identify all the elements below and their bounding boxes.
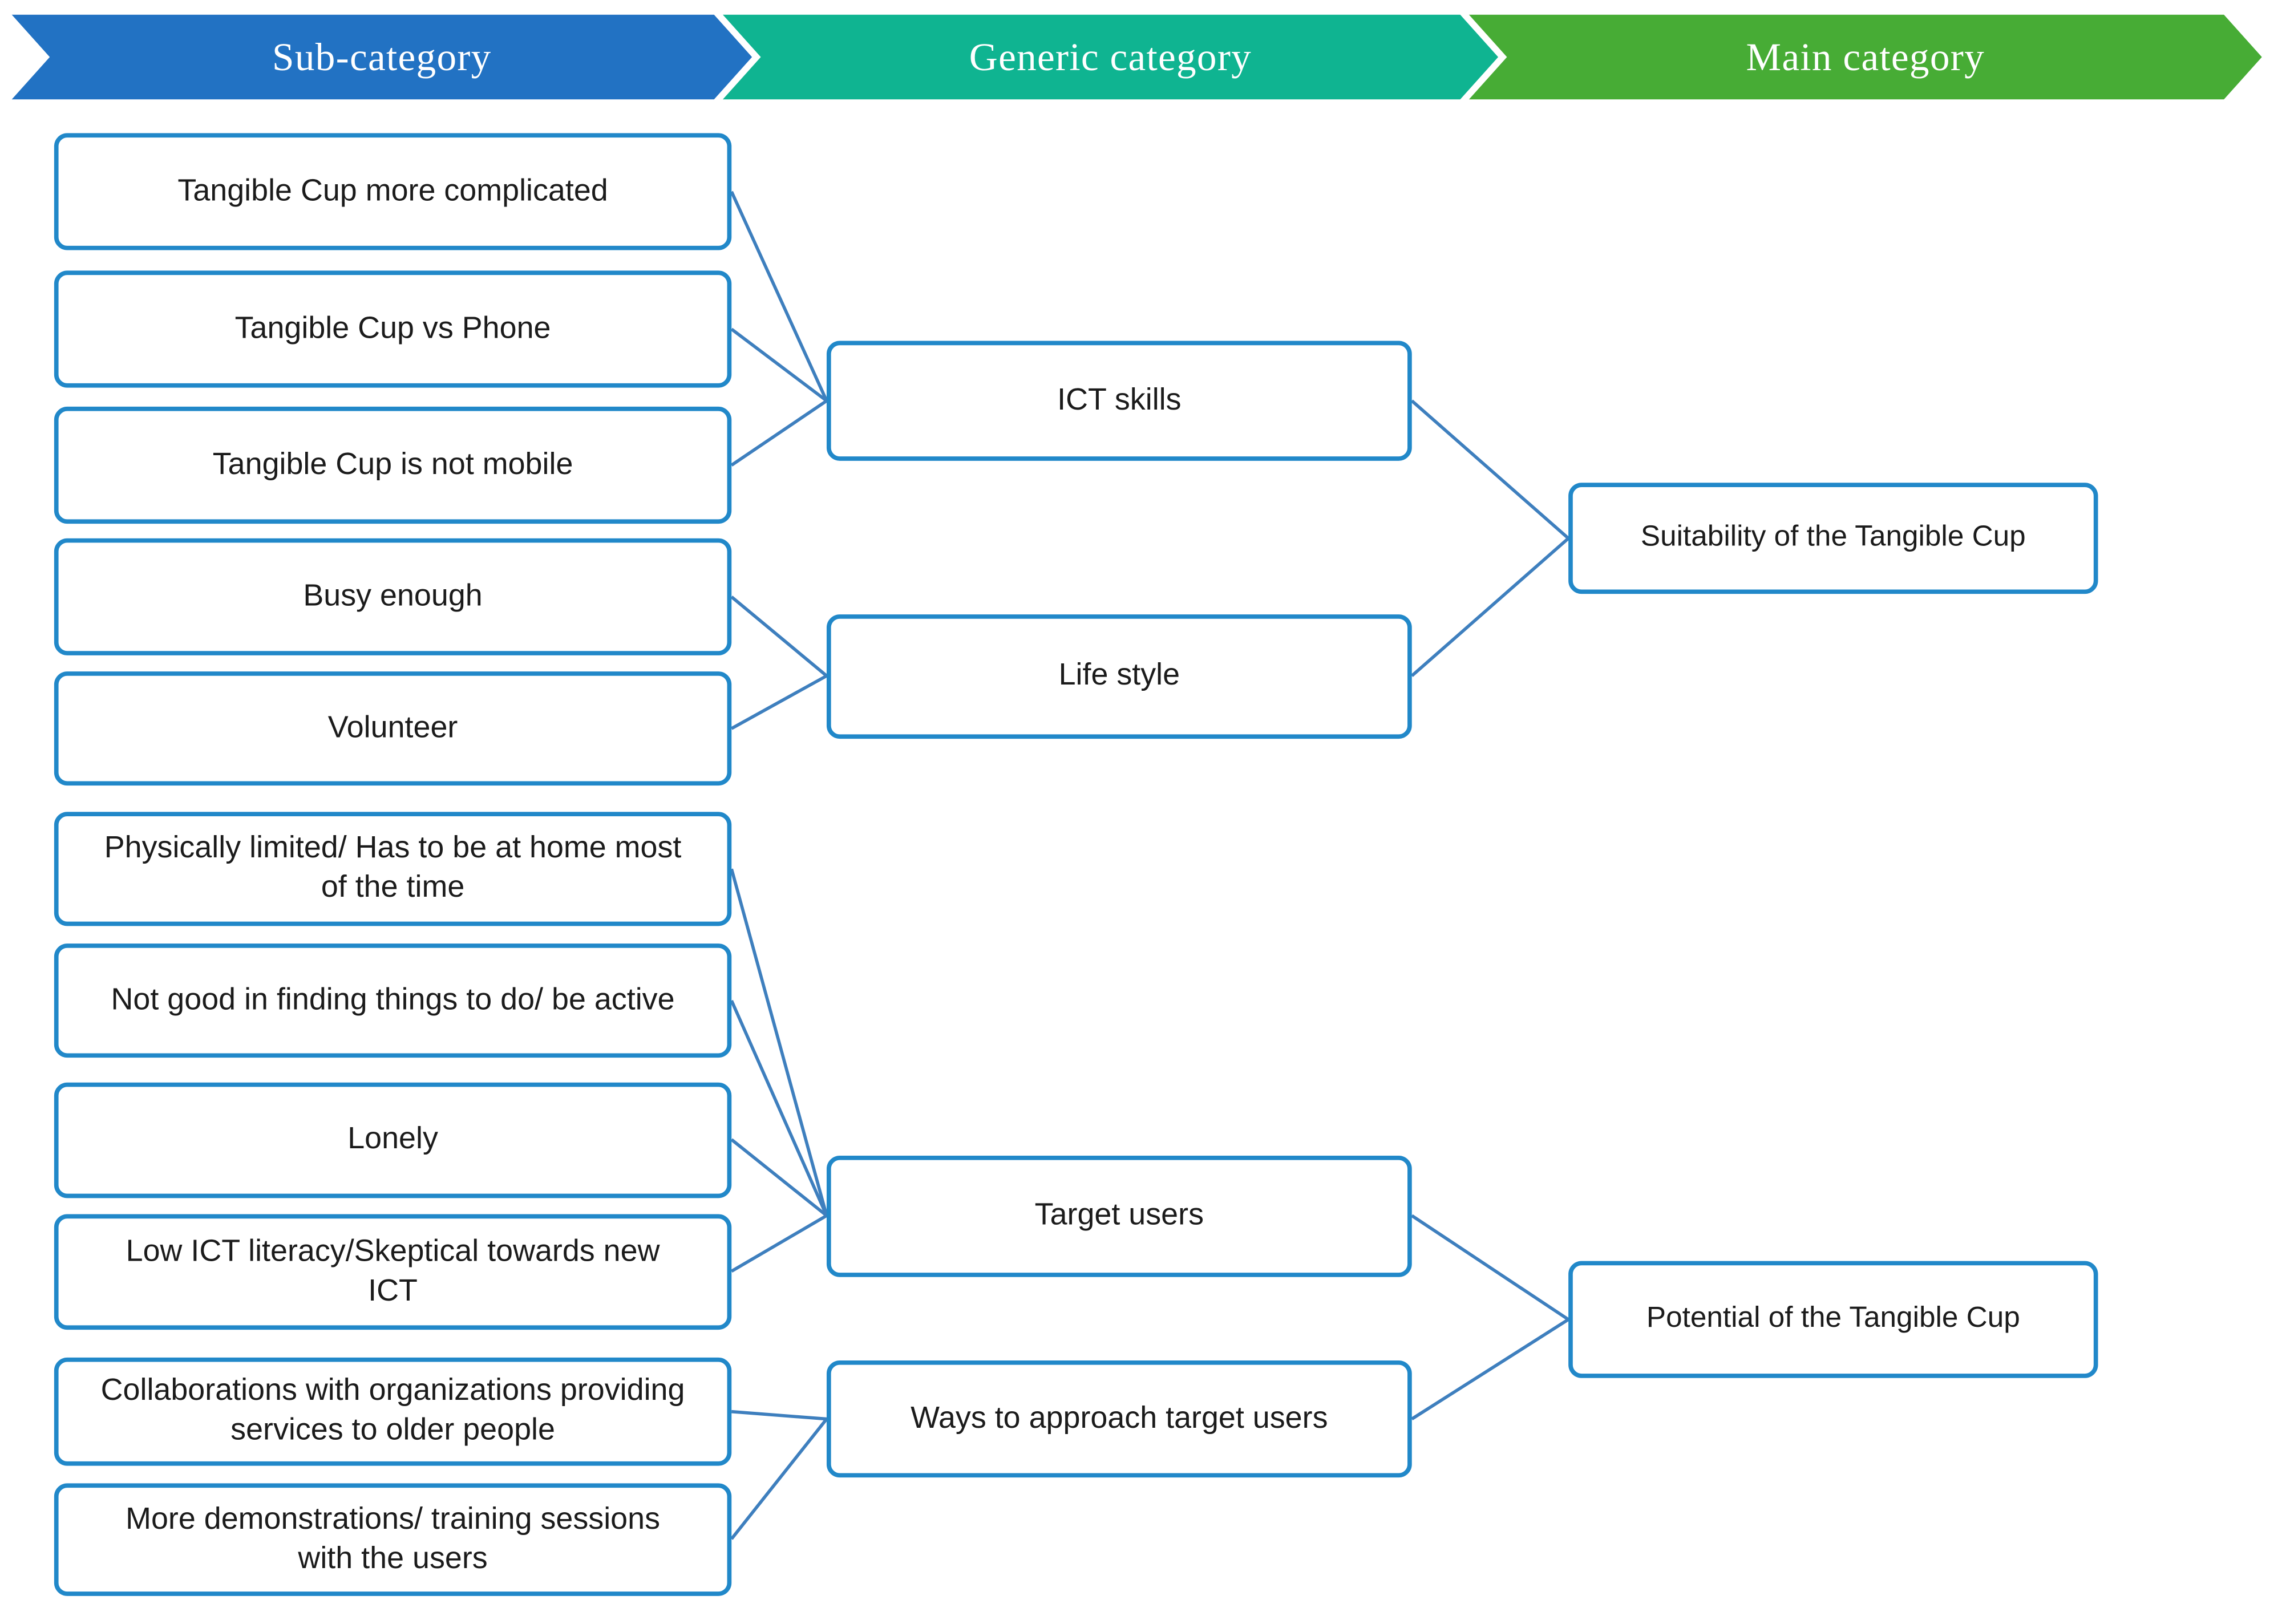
connector-line bbox=[730, 399, 828, 467]
subcategory-box-8: Lonely bbox=[54, 1082, 732, 1198]
connector-line bbox=[730, 191, 828, 402]
subcategory-box-5: Volunteer bbox=[54, 671, 732, 786]
connector-line bbox=[1411, 1318, 1569, 1420]
subcategory-box-2: Tangible Cup vs Phone bbox=[54, 270, 732, 388]
connector-line bbox=[730, 1138, 828, 1217]
subcategory-box-6: Physically limited/ Has to be at home mo… bbox=[54, 812, 732, 926]
subcategory-label: Volunteer bbox=[327, 710, 458, 744]
header-label-generic-category: Generic category bbox=[969, 34, 1252, 79]
subcategory-label: Tangible Cup is not mobile bbox=[212, 447, 573, 481]
generic-label: Target users bbox=[1034, 1198, 1204, 1232]
subcategory-label: Lonely bbox=[347, 1122, 438, 1156]
connector-line bbox=[1410, 399, 1570, 540]
generic-box-target-users: Target users bbox=[826, 1155, 1412, 1277]
subcategory-box-1: Tangible Cup more complicated bbox=[54, 133, 732, 250]
subcategory-label: Not good in finding things to do/ be act… bbox=[111, 982, 675, 1016]
main-box-potential: Potential of the Tangible Cup bbox=[1568, 1261, 2098, 1378]
generic-label: Ways to approach target users bbox=[911, 1400, 1328, 1435]
subcategory-label: Collaborations with organizations provid… bbox=[100, 1374, 685, 1447]
header-arrow-main-category: Main category bbox=[1469, 15, 2262, 100]
connector-line bbox=[1411, 1214, 1569, 1321]
subcategory-box-10: Collaborations with organizations provid… bbox=[54, 1357, 732, 1466]
connector-line bbox=[1410, 537, 1570, 677]
generic-box-ict-skills: ICT skills bbox=[826, 341, 1412, 461]
connector-line bbox=[730, 868, 828, 1216]
header-arrow-generic-category: Generic category bbox=[723, 15, 1498, 100]
subcategory-label: More demonstrations/ training sessions w… bbox=[126, 1501, 661, 1575]
generic-box-life-style: Life style bbox=[826, 614, 1412, 739]
main-label: Potential of the Tangible Cup bbox=[1646, 1302, 2020, 1335]
subcategory-box-3: Tangible Cup is not mobile bbox=[54, 406, 732, 524]
subcategory-label: Busy enough bbox=[303, 578, 483, 613]
header-label-sub-category: Sub-category bbox=[272, 34, 492, 79]
main-box-suitability: Suitability of the Tangible Cup bbox=[1568, 483, 2098, 594]
connector-line bbox=[731, 1410, 827, 1421]
subcategory-label: Tangible Cup more complicated bbox=[177, 173, 608, 208]
generic-label: ICT skills bbox=[1057, 382, 1182, 416]
connector-line bbox=[730, 1418, 828, 1540]
subcategory-label: Low ICT literacy/Skeptical towards new I… bbox=[126, 1234, 660, 1307]
connector-line bbox=[730, 596, 828, 677]
connector-line bbox=[730, 1214, 828, 1273]
connector-line bbox=[730, 674, 828, 730]
main-label: Suitability of the Tangible Cup bbox=[1640, 521, 2026, 553]
subcategory-box-11: More demonstrations/ training sessions w… bbox=[54, 1483, 732, 1596]
subcategory-label: Tangible Cup vs Phone bbox=[234, 311, 551, 345]
connector-line bbox=[730, 327, 828, 402]
connector-line bbox=[730, 999, 828, 1217]
generic-box-ways-to-approach: Ways to approach target users bbox=[826, 1360, 1412, 1478]
subcategory-label: Physically limited/ Has to be at home mo… bbox=[104, 831, 682, 904]
header-label-main-category: Main category bbox=[1746, 34, 1985, 79]
generic-label: Life style bbox=[1058, 658, 1180, 692]
subcategory-box-4: Busy enough bbox=[54, 538, 732, 655]
subcategory-box-7: Not good in finding things to do/ be act… bbox=[54, 943, 732, 1058]
header-band: Sub-category Generic category Main categ… bbox=[0, 15, 2294, 100]
subcategory-box-9: Low ICT literacy/Skeptical towards new I… bbox=[54, 1214, 732, 1330]
header-arrow-sub-category: Sub-category bbox=[12, 15, 752, 100]
